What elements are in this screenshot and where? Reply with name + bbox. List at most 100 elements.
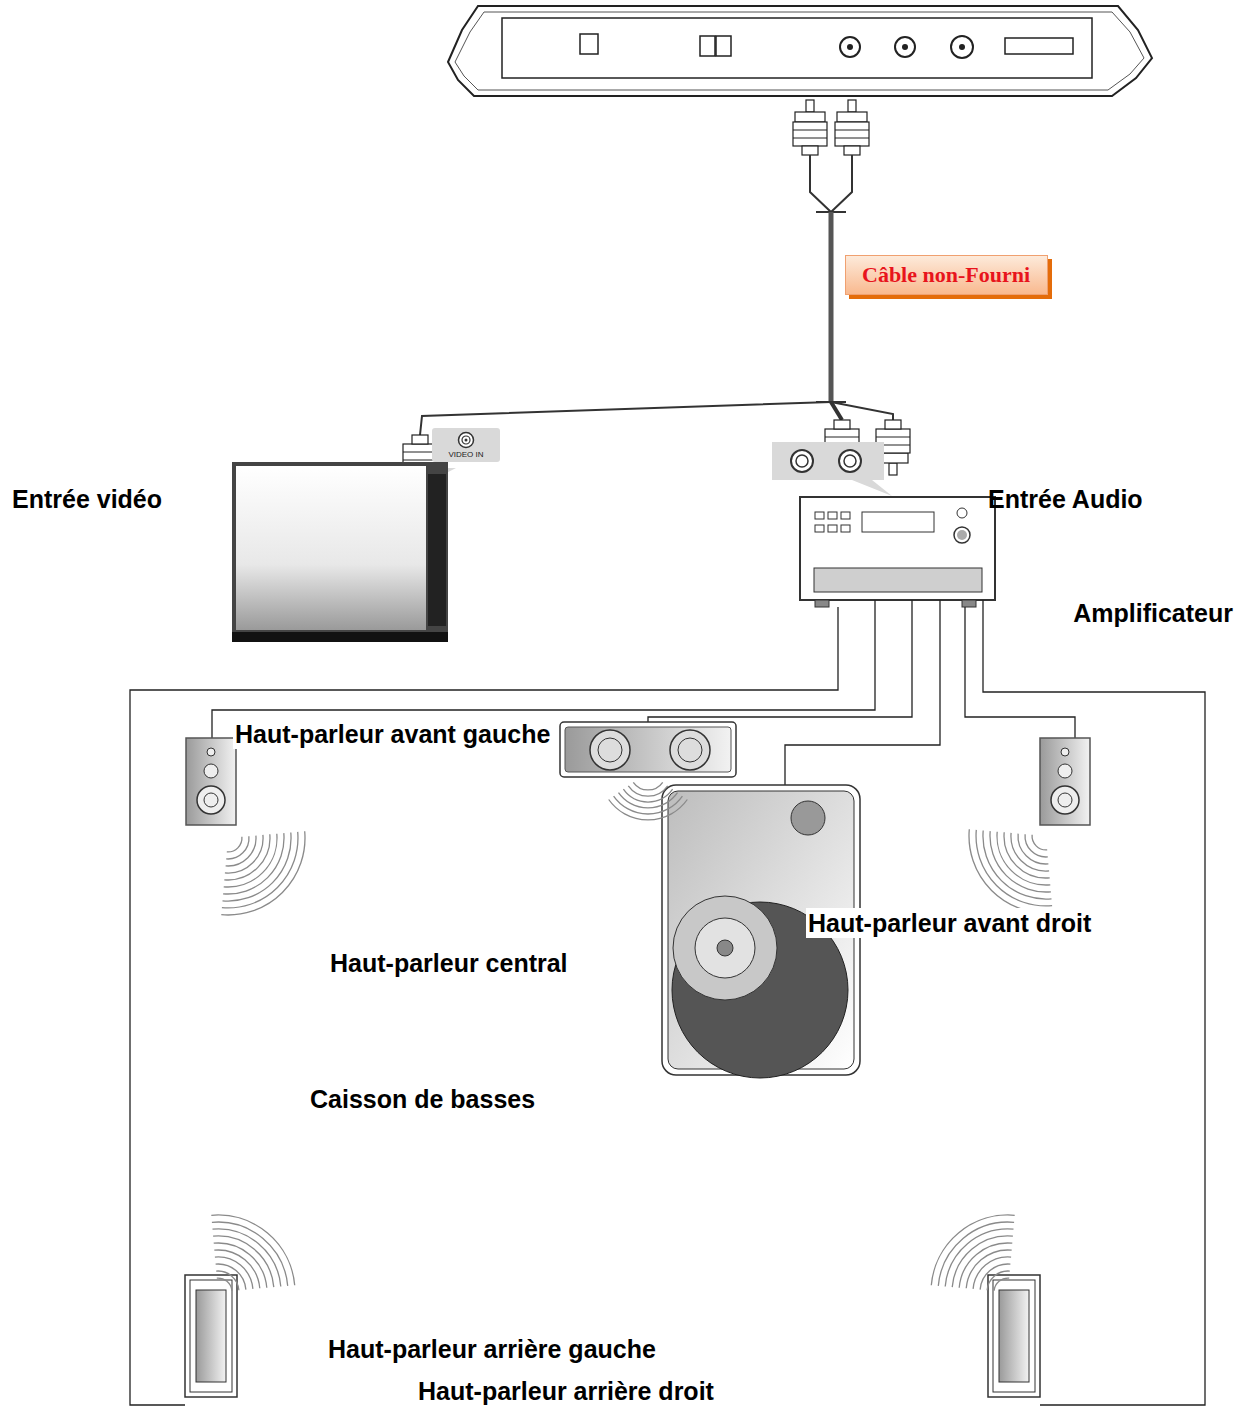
input-label: Entrée vidéo (10, 484, 164, 514)
driver (590, 730, 630, 770)
cable-wire (831, 155, 852, 212)
television (232, 462, 448, 642)
amp-knob (954, 527, 970, 543)
sound-wave (952, 1236, 1013, 1287)
speaker-cabinet (1040, 738, 1090, 825)
sound-wave (1018, 834, 1048, 864)
sound-wave (211, 1215, 294, 1285)
rca-plug (793, 100, 827, 155)
sound-wave (609, 800, 688, 820)
sound-wave (959, 1243, 1012, 1288)
cable-note: Câble non-Fourni (862, 262, 1031, 288)
sound-wave (976, 830, 1052, 906)
player-housing (448, 6, 1152, 96)
amp-button (841, 525, 850, 532)
speaker-wire (983, 600, 1205, 1405)
sound-wave (938, 1222, 1014, 1286)
speaker-frame (993, 1280, 1035, 1392)
av-cable (403, 100, 910, 490)
speaker-jack (716, 36, 731, 56)
sound-wave (217, 1278, 232, 1291)
sound-wave (216, 1271, 239, 1290)
rca-plug (835, 100, 869, 155)
cable-wire (810, 155, 831, 212)
sound-wave (990, 831, 1051, 892)
sound-wave (994, 1278, 1009, 1291)
speaker-cabinet (560, 722, 736, 777)
scart-socket (1005, 38, 1073, 54)
sound-wave (623, 789, 672, 802)
rear-panel (502, 18, 1092, 78)
midrange (204, 764, 218, 778)
sub-port (791, 801, 825, 835)
amplifier (800, 497, 995, 607)
input-label: Entrée Audio (986, 484, 1145, 514)
amp-button (828, 512, 837, 519)
rca-jack (951, 36, 973, 58)
rca-jack-ring (796, 455, 808, 467)
tv-cabinet (232, 462, 448, 638)
driver-cone (598, 738, 622, 762)
speaker-wire (648, 600, 912, 722)
amp-knob (957, 508, 967, 518)
amp-button (828, 525, 837, 532)
rca-jack-ring (844, 455, 856, 467)
sound-wave (224, 834, 270, 880)
sound-wave (1004, 832, 1050, 878)
cable-trunk (829, 212, 834, 402)
sound-wave (980, 1264, 1010, 1290)
cable-note-box: Câble non-Fourni (845, 255, 1048, 295)
rca-jack (839, 450, 861, 472)
sound-wave (216, 1264, 246, 1290)
speaker-label: Caisson de basses (308, 1084, 537, 1114)
sound-wave (987, 1271, 1010, 1290)
amp-foot (962, 600, 976, 607)
sound-wave (221, 831, 305, 915)
rca-jack (840, 37, 860, 57)
rca-jack-pin (902, 44, 908, 50)
amp-display (862, 512, 934, 532)
amp-button (841, 512, 850, 519)
speaker-cabinet (185, 1275, 237, 1397)
jack-callout: VIDEO IN (432, 428, 500, 462)
tweeter (1061, 748, 1069, 756)
speaker-wire (965, 607, 1075, 738)
sound-wave (214, 1250, 259, 1288)
tv-side (428, 474, 446, 626)
device-label: Amplificateur (1071, 598, 1235, 628)
speaker-frame (190, 1280, 232, 1392)
rear-left-speaker (185, 1275, 237, 1397)
speaker-front (565, 727, 731, 772)
sound-wave (966, 1250, 1012, 1288)
midrange (1058, 764, 1072, 778)
speaker-cabinet (988, 1275, 1040, 1397)
sound-wave (224, 834, 277, 887)
rca-jack-pin (847, 44, 853, 50)
sound-wave (969, 829, 1053, 913)
player-housing-inner (455, 12, 1144, 90)
jack-ring (462, 436, 470, 444)
sound-wave (1032, 835, 1047, 850)
sound-wave (945, 1229, 1013, 1287)
woofer (197, 786, 225, 814)
sound-waves (211, 782, 1052, 1291)
tv-base (232, 632, 448, 642)
sound-wave (227, 837, 242, 852)
amp-front-panel (814, 568, 982, 592)
front-right-speaker (1040, 738, 1090, 825)
sound-wave (213, 1229, 281, 1287)
callout-bubble (772, 442, 892, 496)
optical-jack (580, 34, 598, 54)
sound-wave (222, 832, 298, 908)
woofer-cone (1058, 793, 1072, 807)
jack-pin (465, 439, 468, 442)
tweeter (207, 748, 215, 756)
sub-driver-cone (695, 918, 755, 978)
speaker-label: Haut-parleur avant gauche (233, 719, 552, 749)
sound-wave (633, 782, 662, 790)
speaker-wires (130, 600, 1205, 1405)
speaker-grille (999, 1290, 1029, 1382)
